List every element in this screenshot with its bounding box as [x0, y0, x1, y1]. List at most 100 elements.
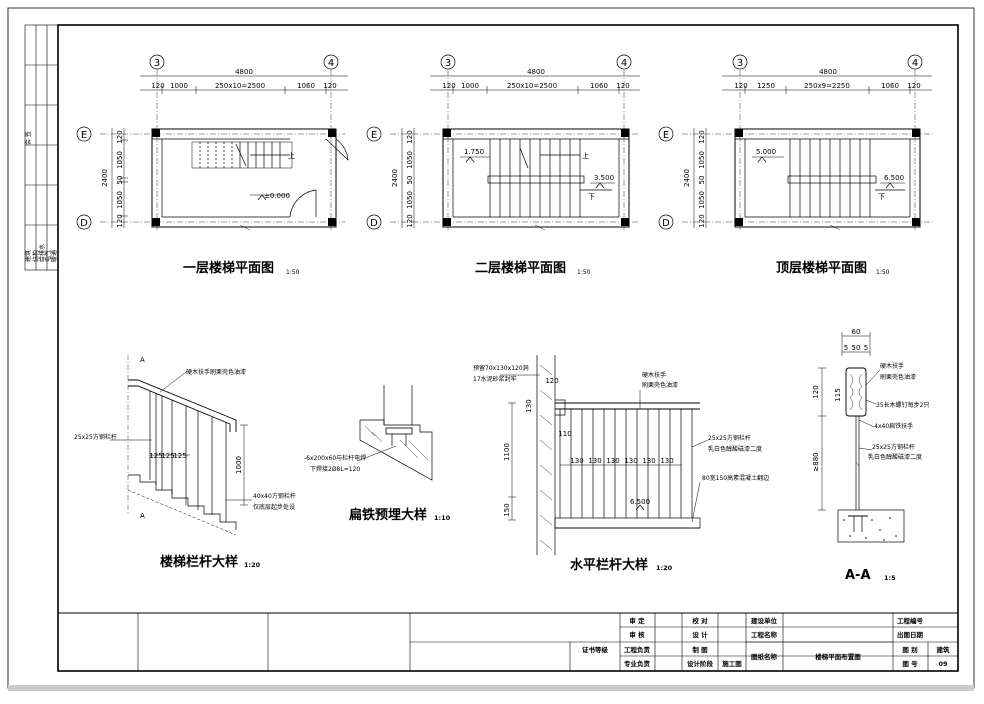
plan3-side-d1: 120 [698, 130, 706, 143]
railing-note-bar: 25x25方钢栏杆 [74, 433, 117, 441]
plan2-dim-seg3: 250x10=2500 [507, 82, 557, 90]
hrail-note-paint: 刷栗壳色油漆 [642, 381, 678, 389]
hrail-dim-150: 150 [503, 503, 511, 516]
plan3-side-d4: 1050 [698, 191, 706, 209]
hrail-note-handrail: 硬木扶手 [642, 371, 666, 379]
hrail-dim-130: 130 [525, 399, 533, 412]
plan2-dim-seg2: 1000 [461, 82, 479, 90]
tb-drafter: 制 图 [692, 645, 708, 654]
axis-4-label: 4 [328, 58, 334, 69]
plan2-dim-seg1: 120 [442, 82, 455, 90]
plan3-dim-seg5: 120 [907, 82, 920, 90]
plan1-side-total: 2400 [101, 169, 109, 187]
aa-note-enamel: 乳白色醇酸磁漆二度 [868, 453, 922, 461]
plan-2-columns [443, 129, 629, 226]
plan3-side-d3: 50 [698, 176, 706, 185]
hrail-dim-1100: 1100 [503, 443, 511, 461]
left-strip [24, 24, 59, 271]
aa-note-bar: 25x25方钢栏杆 [872, 443, 915, 451]
aa-dim-5b: 5 [864, 344, 868, 352]
aa-dim-50: 50 [852, 344, 861, 352]
plan1-side-d5: 120 [116, 214, 124, 227]
plan1-side-d2: 1050 [116, 151, 124, 169]
plan3-side-d2: 1050 [698, 151, 706, 169]
plan-3-columns [735, 129, 920, 226]
plan2-down-label: 下 [588, 193, 595, 201]
plan3-dim-seg4: 1060 [881, 82, 899, 90]
aa-note-handrail: 硬木扶手 [880, 362, 904, 370]
hrail-spacing-1: 130 [570, 457, 583, 465]
hrail-note-mortar: 17水泥砂浆封牢 [473, 375, 517, 383]
axis-e-label: E [81, 130, 87, 141]
aa-dim-120: 120 [812, 385, 820, 398]
flat-iron-note-2: 下焊接2Ø8L=120 [310, 465, 360, 473]
hrail-spacing-5: 130 [642, 457, 655, 465]
strip-label-sign: 会 签 [24, 131, 32, 145]
horizontal-railing-detail [500, 355, 709, 555]
tb-cert: 证书等级 [582, 645, 609, 654]
plan1-dim-seg2: 1000 [170, 82, 188, 90]
tb-project-lead: 工程负责 [624, 645, 651, 654]
plan1-dim-seg4: 1060 [297, 82, 315, 90]
axis-3-label: 3 [154, 58, 160, 69]
plan2-up-label: 上 [582, 151, 589, 160]
aa-title: A-A [845, 568, 871, 583]
plan1-level: ±0.000 [264, 192, 290, 200]
plan1-side-d1: 120 [116, 130, 124, 143]
railing-note-first: 仅底层起步处设 [253, 503, 295, 511]
tb-discipline-lead: 专业负责 [624, 659, 651, 668]
plan3-side-total: 2400 [683, 169, 691, 187]
aa-concrete-dots [843, 517, 897, 541]
plan1-side-d4: 1050 [116, 191, 124, 209]
hrail-dim-120: 120 [545, 377, 558, 385]
railing-detail [110, 355, 252, 536]
plan3-dim-total: 4800 [819, 68, 837, 76]
plan2-dim-seg5: 120 [616, 82, 629, 90]
plan3-axis-3: 3 [737, 58, 743, 69]
plan3-dim-seg3: 250x9=2250 [804, 82, 850, 90]
plan3-title: 顶层楼梯平面图 [776, 260, 867, 276]
plan2-side-d2: 1050 [406, 151, 414, 169]
tb-stage: 施工图 [722, 659, 742, 668]
tb-project-no: 工程编号 [897, 616, 924, 625]
plan-3 [682, 70, 935, 231]
title-block [58, 612, 958, 671]
plan2-side-d1: 120 [406, 130, 414, 143]
tb-owner: 建设单位 [750, 616, 778, 625]
flat-iron-note-1: -6x200x60与栏杆电焊 [304, 454, 366, 462]
plan3-scale: 1:50 [876, 269, 890, 276]
plan2-side-d5: 120 [406, 214, 414, 227]
railing-title: 楼梯栏杆大样 [160, 554, 238, 570]
plan-2 [390, 70, 640, 231]
tb-project-name: 工程名称 [751, 630, 778, 639]
plan2-axis-d: D [370, 218, 378, 229]
aa-dim-115: 115 [834, 388, 842, 401]
plan2-dim-seg4: 1060 [590, 82, 608, 90]
flat-iron-detail [359, 385, 433, 481]
plan1-scale: 1:50 [286, 269, 300, 276]
plan1-dim-seg1: 120 [151, 82, 164, 90]
hrail-level: 6.500 [630, 498, 650, 506]
plan2-title: 二层楼梯平面图 [475, 260, 566, 276]
plan2-side-total: 2400 [391, 169, 399, 187]
railing-scale: 1:20 [244, 561, 261, 569]
tb-category-label: 图 别 [902, 645, 918, 654]
aa-note-paint: 刷栗壳色油漆 [880, 373, 916, 381]
plan2-dim-total: 4800 [527, 68, 545, 76]
aa-note-flat: -4x40扁铁扶手 [872, 422, 913, 430]
hrail-note-hole: 预留70x130x120洞 [473, 364, 529, 372]
plan3-axis-4: 4 [912, 58, 918, 69]
railing-note-bar40: 40x40方钢栏杆 [253, 492, 296, 500]
tb-check: 校 对 [692, 616, 708, 625]
plan1-dim-seg5: 120 [323, 82, 336, 90]
hrail-spacing-3: 130 [606, 457, 619, 465]
strip-label-elec: 电气 [44, 250, 52, 262]
plan2-axis-4: 4 [621, 58, 627, 69]
plan2-level-2: 3.500 [594, 174, 614, 182]
plan2-axis-e: E [371, 130, 377, 141]
railing-dim-125a: 125 [149, 452, 162, 460]
plan3-down-label: 下 [878, 193, 885, 201]
aa-dim-880: ≥880 [812, 452, 820, 471]
plan-1-columns [152, 129, 336, 226]
plan3-level-1: 5.000 [756, 148, 776, 156]
